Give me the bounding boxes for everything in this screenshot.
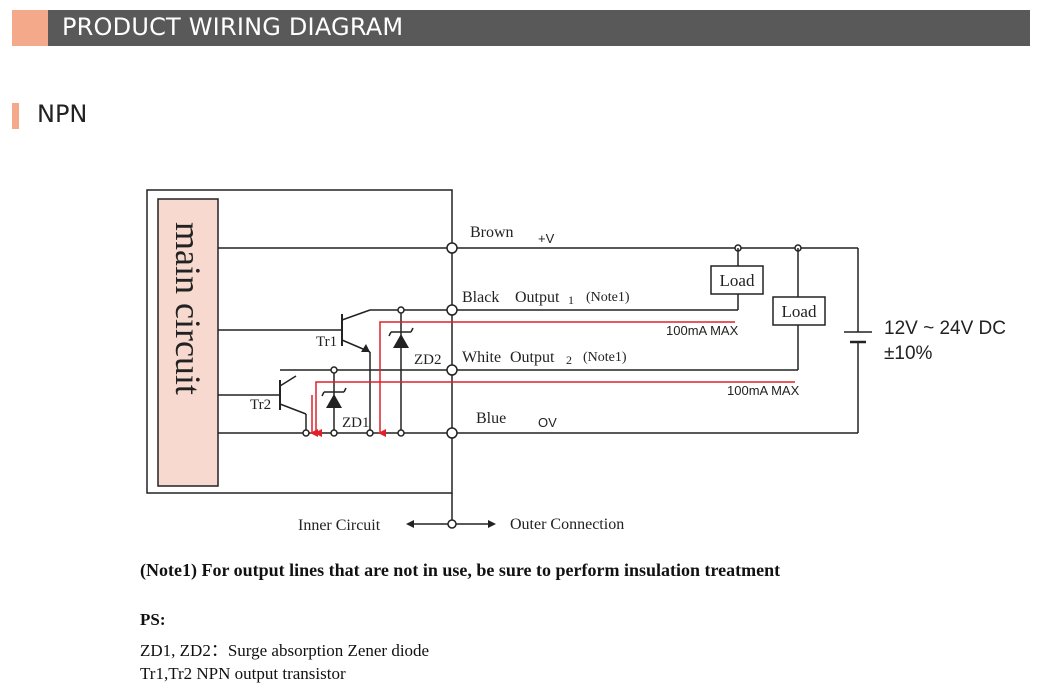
load1-box	[710, 265, 764, 295]
brown-symbol: +V	[538, 231, 555, 246]
main-circuit-label: main circuit	[168, 222, 208, 395]
tr1-label: Tr1	[316, 334, 337, 350]
output2-number: 2	[566, 353, 572, 367]
junction-dot	[397, 306, 405, 314]
junction-dot	[366, 429, 374, 437]
load2-box	[772, 296, 826, 326]
tr2-collector	[279, 375, 297, 387]
main-circuit-block	[157, 198, 219, 487]
page-title: PRODUCT WIRING DIAGRAM	[62, 13, 404, 41]
output1-label: Output	[515, 289, 560, 306]
legend-inner-circuit: Inner Circuit	[298, 517, 381, 534]
zd2-diode	[393, 334, 409, 348]
junction-dot	[397, 429, 405, 437]
blue-symbol: OV	[538, 415, 557, 430]
ps-title: PS:	[140, 610, 166, 629]
tr2-emitter	[279, 403, 307, 415]
connector-white	[446, 364, 458, 376]
white-label: White	[462, 349, 501, 366]
load1-label: Load	[720, 271, 755, 290]
zd1-diode	[326, 394, 342, 408]
tr1-emitter-arrow	[361, 344, 370, 352]
zd2-bar	[388, 327, 414, 337]
output1-number: 1	[568, 293, 574, 307]
current-path-2	[314, 381, 795, 437]
connector-brown	[446, 242, 458, 254]
ps-line-zener: ZD1, ZD2：Surge absorption Zener diode	[140, 641, 430, 660]
inner-circuit-box	[146, 189, 453, 494]
black-label: Black	[462, 289, 499, 306]
zd1-bar	[321, 387, 347, 397]
section-title: NPN	[37, 100, 88, 128]
brown-label: Brown	[470, 224, 514, 241]
junction-dot	[330, 366, 338, 374]
note1-ref-a: (Note1)	[586, 290, 630, 305]
legend-circle	[447, 519, 457, 529]
junction-dot	[330, 429, 338, 437]
blue-label: Blue	[476, 410, 506, 427]
output2-label: Output	[510, 349, 555, 366]
tr2-label: Tr2	[250, 397, 271, 413]
section-accent	[12, 103, 19, 129]
load2-label: Load	[782, 302, 817, 321]
tr1-collector	[341, 309, 371, 321]
current-limit-2: 100mA MAX	[727, 383, 800, 398]
connector-black	[446, 304, 458, 316]
zd2-label: ZD2	[414, 352, 442, 368]
junction-dot	[302, 429, 310, 437]
header-bar: PRODUCT WIRING DIAGRAM	[12, 10, 1030, 46]
note1-ref-b: (Note1)	[583, 350, 627, 365]
ps-line-transistor: Tr1,Tr2 NPN output transistor	[140, 664, 346, 683]
zd1-label: ZD1	[342, 415, 370, 431]
legend-outer-connection: Outer Connection	[510, 516, 624, 533]
current-path-1	[378, 321, 735, 437]
note1-text: (Note1) For output lines that are not in…	[140, 560, 781, 580]
legend-arrowhead-right	[488, 520, 496, 528]
connector-blue	[446, 427, 458, 439]
legend-arrowhead-left	[406, 520, 414, 528]
supply-voltage: 12V ~ 24V DC	[884, 318, 1006, 339]
supply-tolerance: ±10%	[884, 343, 933, 364]
header-accent	[12, 10, 48, 46]
current-limit-1: 100mA MAX	[666, 323, 739, 338]
